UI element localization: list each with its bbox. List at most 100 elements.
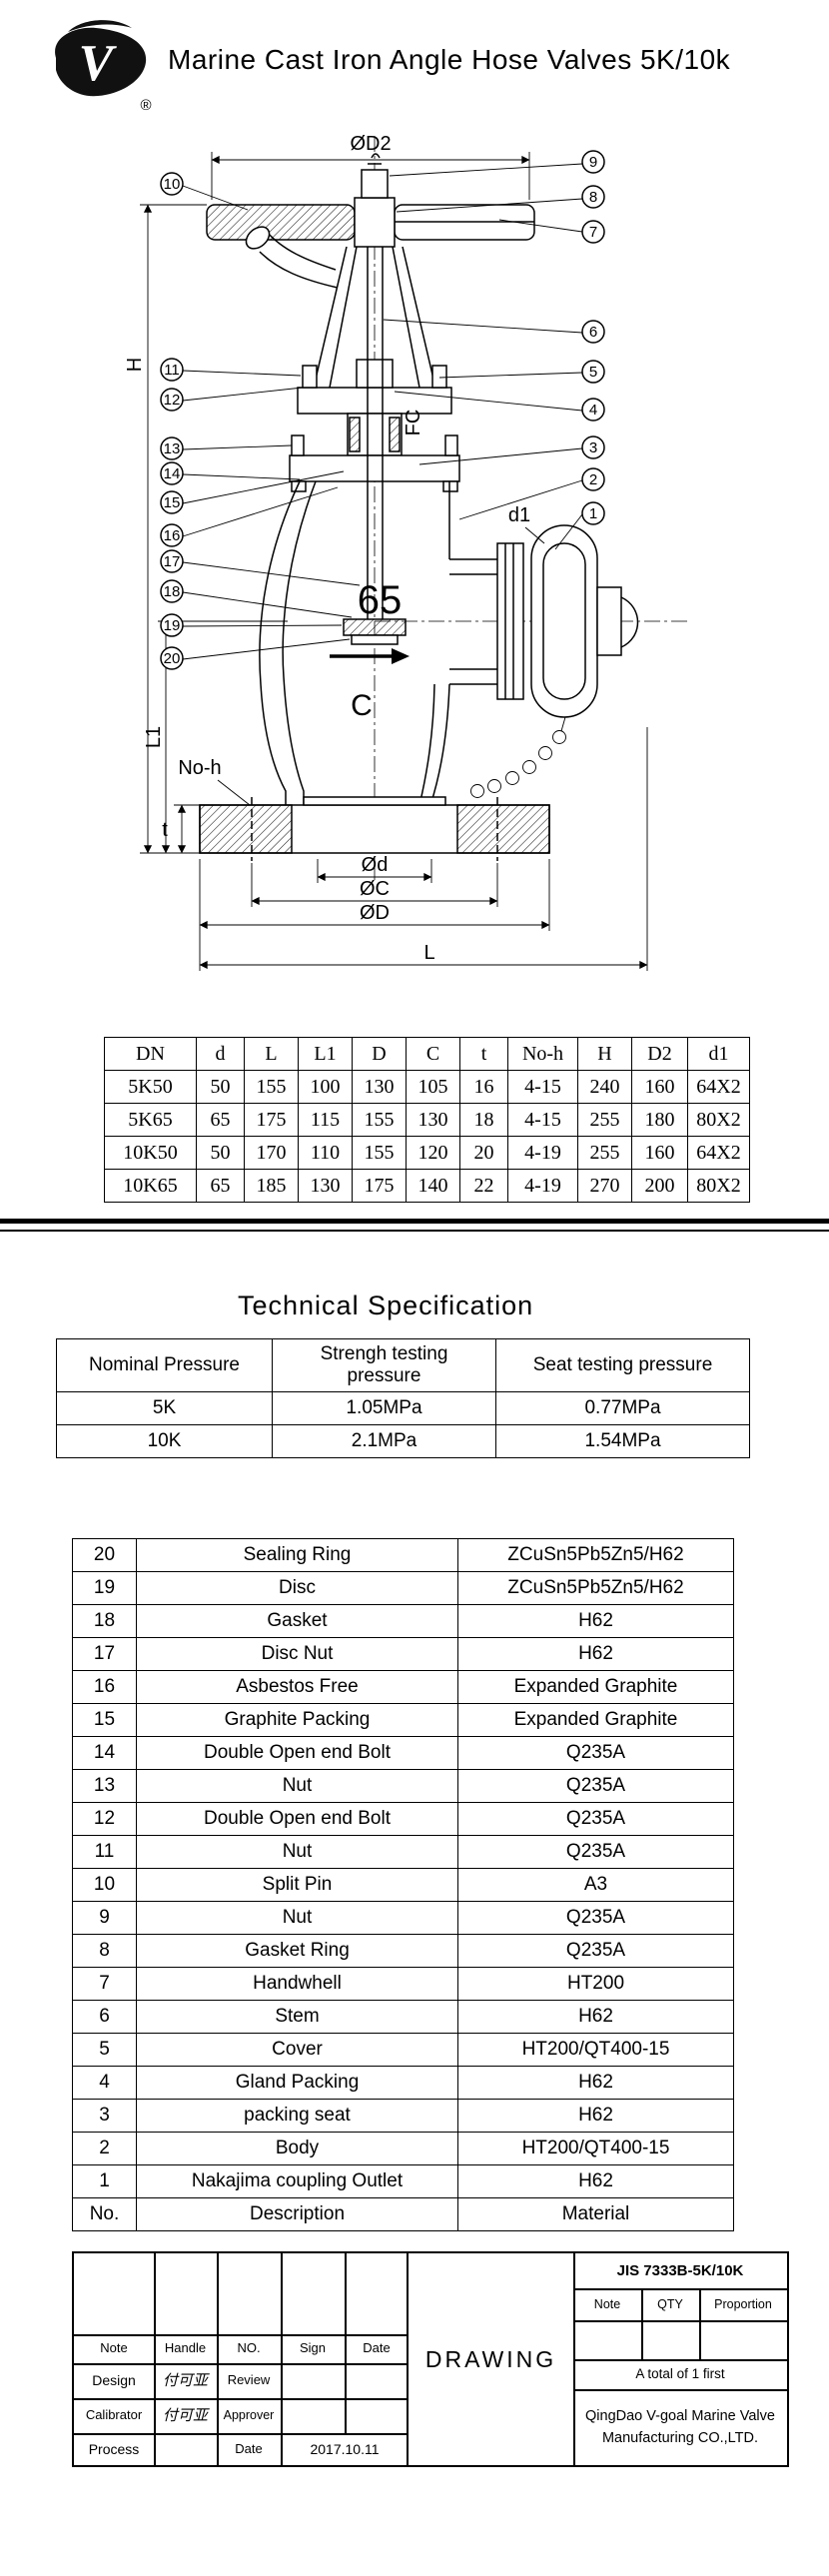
svg-text:3: 3 bbox=[589, 439, 597, 456]
callout-8: 8 bbox=[581, 185, 605, 209]
process-label: Process bbox=[88, 2440, 140, 2457]
svg-text:13: 13 bbox=[164, 440, 181, 457]
table-cell: 10K50 bbox=[104, 1136, 197, 1170]
spec-table-header-row: Nominal Pressure Strengh testing pressur… bbox=[56, 1338, 750, 1392]
callout-1: 1 bbox=[581, 501, 605, 525]
left-header-sign: Sign bbox=[299, 2340, 327, 2356]
table-cell: Nakajima coupling Outlet bbox=[136, 2164, 458, 2198]
cover bbox=[297, 359, 452, 415]
col-footer: No. bbox=[72, 2197, 137, 2231]
table-cell: Stem bbox=[136, 2000, 458, 2034]
table-cell: 170 bbox=[244, 1136, 299, 1170]
vgoal-logo-icon: V ® bbox=[55, 20, 152, 114]
col-header: H bbox=[577, 1037, 632, 1071]
divider bbox=[281, 2253, 283, 2465]
callout-16: 16 bbox=[160, 523, 184, 547]
table-cell: 16 bbox=[459, 1070, 508, 1104]
table-cell: 120 bbox=[406, 1136, 460, 1170]
dim-t bbox=[174, 804, 200, 854]
svg-text:15: 15 bbox=[164, 494, 181, 511]
title-block: Note Handle NO. Sign Date Design 付可亚 Rev… bbox=[72, 2251, 789, 2467]
centerlines bbox=[374, 136, 691, 881]
leader-no-h bbox=[217, 779, 251, 806]
table-cell: 10K65 bbox=[104, 1169, 197, 1203]
table-cell: 140 bbox=[406, 1169, 460, 1203]
right-header-note: Note bbox=[593, 2296, 621, 2311]
callout-10: 10 bbox=[160, 172, 184, 196]
table-cell: 10K bbox=[56, 1424, 273, 1458]
flow-arrow-icon bbox=[330, 648, 410, 664]
table-cell: H62 bbox=[457, 2000, 734, 2034]
table-cell: Body bbox=[136, 2132, 458, 2165]
table-cell: 175 bbox=[352, 1169, 407, 1203]
table-cell: 50 bbox=[196, 1070, 245, 1104]
table-cell: 4-19 bbox=[507, 1169, 578, 1203]
table-cell: Gasket bbox=[136, 1604, 458, 1638]
svg-text:5: 5 bbox=[589, 364, 597, 381]
table-cell: 4-15 bbox=[507, 1103, 578, 1137]
divider bbox=[74, 2398, 409, 2400]
date-label: Date bbox=[235, 2440, 263, 2456]
label-d1: d1 bbox=[508, 504, 530, 526]
table-cell: Q235A bbox=[457, 1802, 734, 1836]
table-cell: Expanded Graphite bbox=[457, 1703, 734, 1737]
table-cell: 14 bbox=[72, 1736, 137, 1770]
svg-text:19: 19 bbox=[164, 617, 181, 634]
svg-text:11: 11 bbox=[164, 362, 180, 379]
svg-text:2: 2 bbox=[589, 471, 597, 488]
table-cell: 160 bbox=[631, 1136, 688, 1170]
table-cell: Disc Nut bbox=[136, 1637, 458, 1671]
callout-leaders bbox=[182, 163, 583, 660]
table-cell: 105 bbox=[406, 1070, 460, 1104]
table-cell: 115 bbox=[298, 1103, 353, 1137]
table-cell: 9 bbox=[72, 1901, 137, 1935]
svg-text:20: 20 bbox=[164, 650, 181, 667]
dim-d2 bbox=[211, 152, 530, 200]
table-cell: 255 bbox=[577, 1103, 632, 1137]
table-cell: 185 bbox=[244, 1169, 299, 1203]
company-line2: Manufacturing CO.,LTD. bbox=[601, 2430, 759, 2446]
callout-7: 7 bbox=[581, 220, 605, 244]
callout-19: 19 bbox=[160, 613, 184, 637]
table-cell: Q235A bbox=[457, 1934, 734, 1968]
handwheel bbox=[206, 153, 535, 248]
callout-18: 18 bbox=[160, 579, 184, 603]
table-cell: Sealing Ring bbox=[136, 1538, 458, 1572]
table-cell: Asbestos Free bbox=[136, 1670, 458, 1704]
table-cell: Nut bbox=[136, 1769, 458, 1803]
table-cell: 200 bbox=[631, 1169, 688, 1203]
stem-disc-seat bbox=[343, 247, 407, 645]
dim-l bbox=[199, 727, 648, 971]
table-cell: H62 bbox=[457, 1637, 734, 1671]
divider-thin bbox=[0, 1230, 829, 1232]
callout-2: 2 bbox=[581, 467, 605, 491]
label-t: t bbox=[162, 819, 168, 841]
label-big-d: ØD bbox=[360, 902, 390, 924]
divider bbox=[573, 2389, 787, 2391]
review-label: Review bbox=[227, 2372, 271, 2388]
calibrator-signature: 付可亚 bbox=[162, 2406, 208, 2424]
table-cell: Gasket Ring bbox=[136, 1934, 458, 1968]
table-cell: Split Pin bbox=[136, 1868, 458, 1902]
table-cell: Nut bbox=[136, 1835, 458, 1869]
table-cell: Q235A bbox=[457, 1901, 734, 1935]
approver-label: Approver bbox=[223, 2408, 275, 2423]
packing-box bbox=[347, 413, 403, 456]
callout-14: 14 bbox=[160, 461, 184, 485]
divider bbox=[573, 2359, 787, 2361]
calibrator-label: Calibrator bbox=[85, 2407, 143, 2423]
left-header-note: Note bbox=[100, 2340, 128, 2356]
table-cell: 50 bbox=[196, 1136, 245, 1170]
